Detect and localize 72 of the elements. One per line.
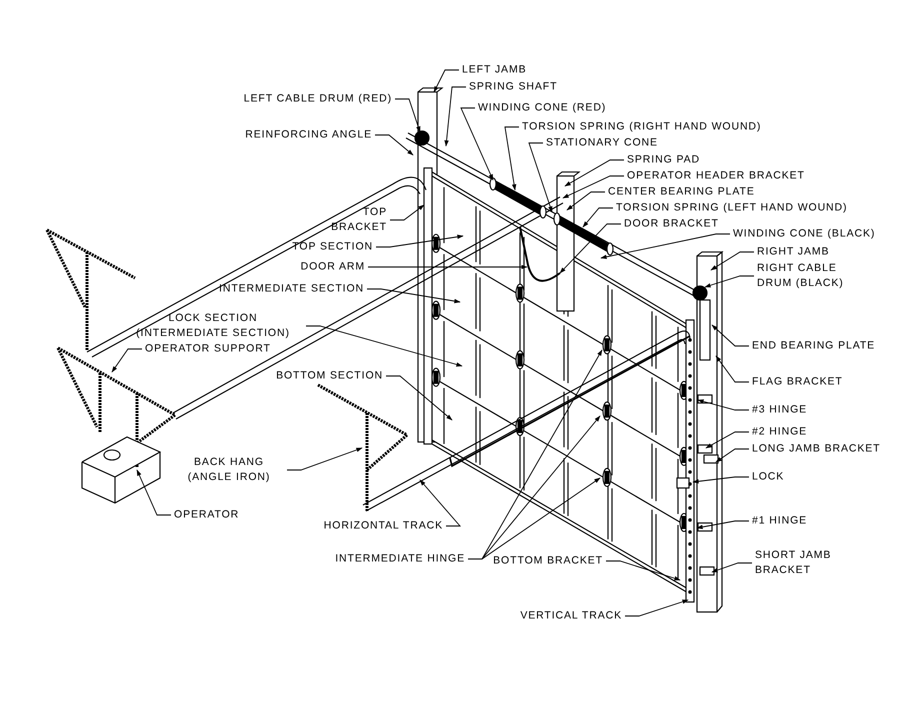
leader-line xyxy=(566,192,606,210)
part-label: RIGHT JAMB xyxy=(757,244,830,260)
part-label: VERTICAL TRACK xyxy=(520,608,622,624)
part-label: #2 HINGE xyxy=(752,424,808,440)
leader-line xyxy=(711,562,752,572)
part-label: INTERMEDIATE HINGE xyxy=(335,552,465,566)
part-label: SPRING PAD xyxy=(627,152,700,168)
leader-line xyxy=(376,234,464,248)
part-label: BOTTOM SECTION xyxy=(276,368,383,384)
leader-line xyxy=(692,476,750,484)
part-label: OPERATOR HEADER BRACKET xyxy=(627,168,805,184)
leader-line xyxy=(112,348,142,373)
leader-line xyxy=(716,356,750,382)
leader-line xyxy=(504,126,520,191)
part-label: HORIZONTAL TRACK xyxy=(324,518,443,534)
leader-line xyxy=(697,399,750,410)
leader-line xyxy=(420,480,461,526)
leader-line xyxy=(394,98,420,133)
leader-line xyxy=(712,324,750,346)
leader-line xyxy=(624,600,689,616)
leader-line xyxy=(560,224,622,274)
part-label: RIGHT CABLE DRUM (BLACK) xyxy=(757,261,867,291)
leader-line xyxy=(562,176,624,198)
leader-line xyxy=(136,469,172,516)
leader-line xyxy=(528,142,552,213)
part-label: WINDING CONE (BLACK) xyxy=(733,226,876,242)
part-label: LEFT JAMB xyxy=(462,62,527,78)
part-label: LOCK xyxy=(752,470,784,484)
leader-line xyxy=(460,108,494,181)
part-label: FLAG BRACKET xyxy=(752,374,843,390)
leader-line xyxy=(704,276,754,288)
part-label: BACK HANG (ANGLE IRON) xyxy=(174,455,284,485)
leader-line xyxy=(705,432,750,448)
leader-line xyxy=(606,560,681,580)
part-label: DOOR BRACKET xyxy=(624,216,719,232)
part-label: TOP BRACKET xyxy=(321,205,387,235)
leader-line xyxy=(468,478,601,560)
leader-line xyxy=(444,86,466,147)
part-label: SPRING SHAFT xyxy=(469,80,558,94)
leader-line xyxy=(600,234,730,259)
part-label: TORSION SPRING (RIGHT HAND WOUND) xyxy=(522,120,762,134)
leader-line xyxy=(564,160,624,186)
part-label: TORSION SPRING (LEFT HAND WOUND) xyxy=(616,200,848,216)
part-label: CENTER BEARING PLATE xyxy=(608,184,755,200)
part-label: #1 HINGE xyxy=(752,514,808,528)
part-label: SHORT JAMB BRACKET xyxy=(755,548,855,578)
leader-line xyxy=(368,264,528,270)
part-label: TOP SECTION xyxy=(292,240,373,254)
leader-line xyxy=(710,252,754,270)
leader-line xyxy=(366,288,461,304)
part-label: INTERMEDIATE SECTION xyxy=(219,282,364,296)
part-label: REINFORCING ANGLE xyxy=(245,128,372,142)
part-label: BOTTOM BRACKET xyxy=(493,554,603,568)
part-label: WINDING CONE (RED) xyxy=(478,100,606,116)
part-label: STATIONARY CONE xyxy=(546,136,658,150)
part-label: OPERATOR SUPPORT xyxy=(145,342,271,356)
leader-line xyxy=(386,376,452,420)
leader-line xyxy=(306,326,463,367)
part-label: END BEARING PLATE xyxy=(752,338,876,354)
part-label: OPERATOR xyxy=(174,508,240,522)
part-label: DOOR ARM xyxy=(300,260,365,274)
leader-line xyxy=(390,204,424,220)
part-label: LONG JAMB BRACKET xyxy=(752,442,880,456)
leader-line xyxy=(286,448,363,470)
part-label: #3 HINGE xyxy=(752,402,808,418)
part-label: LOCK SECTION (INTERMEDIATE SECTION) xyxy=(123,311,303,341)
leader-line xyxy=(582,208,614,228)
leader-line xyxy=(374,134,414,156)
part-label: LEFT CABLE DRUM (RED) xyxy=(244,92,392,106)
leader-line xyxy=(715,448,750,462)
leader-line xyxy=(434,70,460,93)
leader-line xyxy=(696,520,750,530)
